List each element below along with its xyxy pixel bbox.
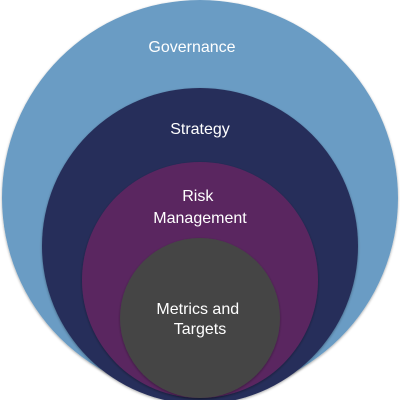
risk-management-label: Risk Management — [153, 188, 247, 227]
strategy-label: Strategy — [170, 121, 230, 138]
governance-label: Governance — [148, 39, 235, 56]
risk-management-label-line-2: Management — [153, 210, 247, 227]
metrics-and-targets-circle — [120, 238, 280, 398]
risk-management-label-line-1: Risk — [182, 188, 214, 205]
metrics-and-targets-label-line-2: Targets — [174, 321, 226, 338]
metrics-and-targets-label-line-1: Metrics and — [156, 301, 239, 318]
metrics-and-targets-label: Metrics and Targets — [156, 301, 243, 338]
